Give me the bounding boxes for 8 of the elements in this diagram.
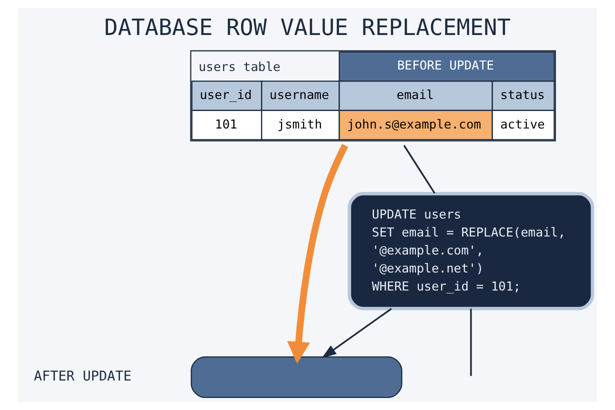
node-box: UPDATE users SET email = REPLACE(email, '@example.com', '@example.net') WHERE user_id = 101; [348,192,594,310]
arrow [287,144,348,364]
node-box [190,356,402,398]
diagram-title: DATABASE ROW VALUE REPLACEMENT [104,15,511,42]
connector [403,144,436,194]
arrow [322,308,392,358]
label: AFTER UPDATE [34,368,132,385]
connector [470,308,472,376]
